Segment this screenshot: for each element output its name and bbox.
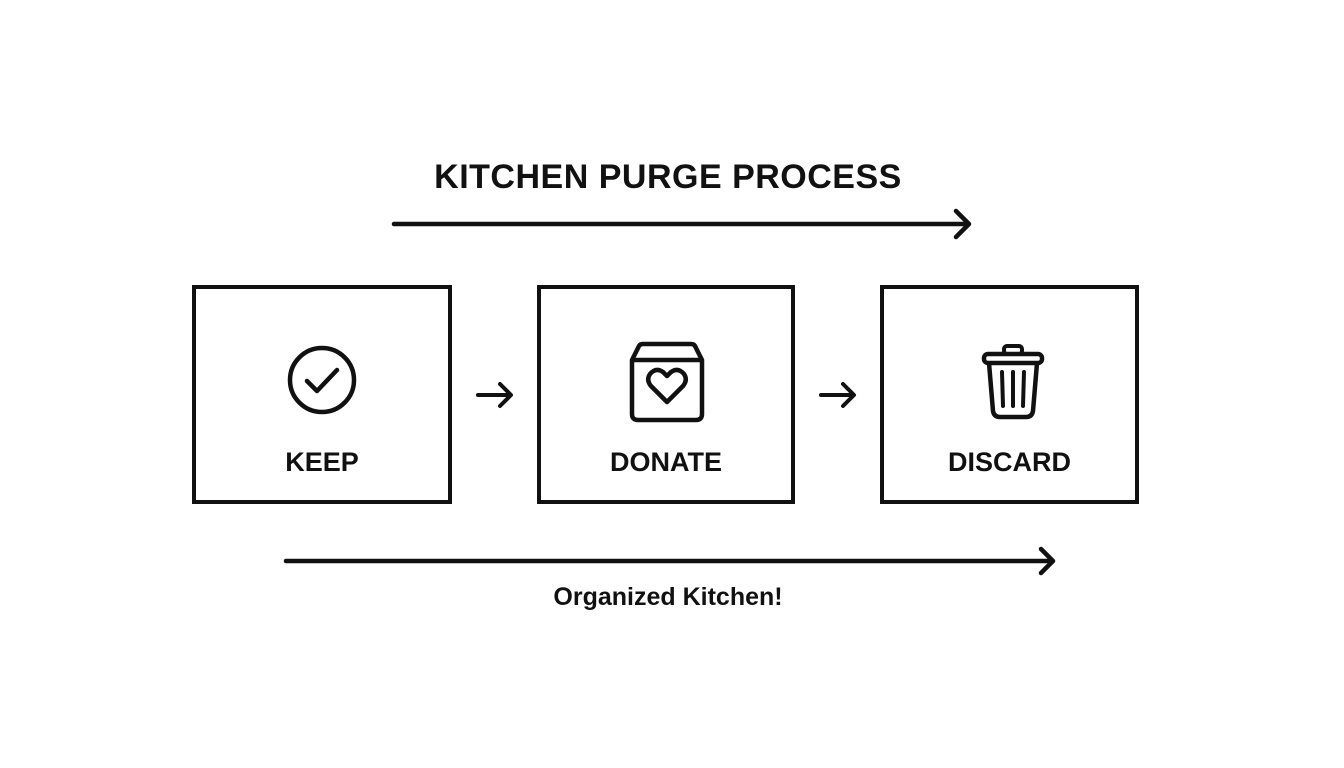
- step-label-discard: DISCARD: [947, 447, 1071, 477]
- step-label-keep: KEEP: [285, 447, 359, 477]
- donation-box-heart-icon: [629, 341, 705, 423]
- step-label-donate: DONATE: [610, 447, 722, 477]
- arrow-right-icon: [819, 382, 856, 408]
- step-keep: KEEP: [192, 285, 452, 504]
- trash-can-icon: [981, 344, 1045, 420]
- top-arrow-icon: [391, 208, 972, 240]
- step-donate: DONATE: [537, 285, 795, 504]
- bottom-arrow-icon: [283, 546, 1056, 576]
- outcome-label: Organized Kitchen!: [553, 583, 783, 611]
- arrow-right-icon: [476, 382, 513, 408]
- check-circle-icon: [287, 345, 357, 415]
- diagram-title: KITCHEN PURGE PROCESS: [434, 158, 902, 196]
- step-discard: DISCARD: [880, 285, 1139, 504]
